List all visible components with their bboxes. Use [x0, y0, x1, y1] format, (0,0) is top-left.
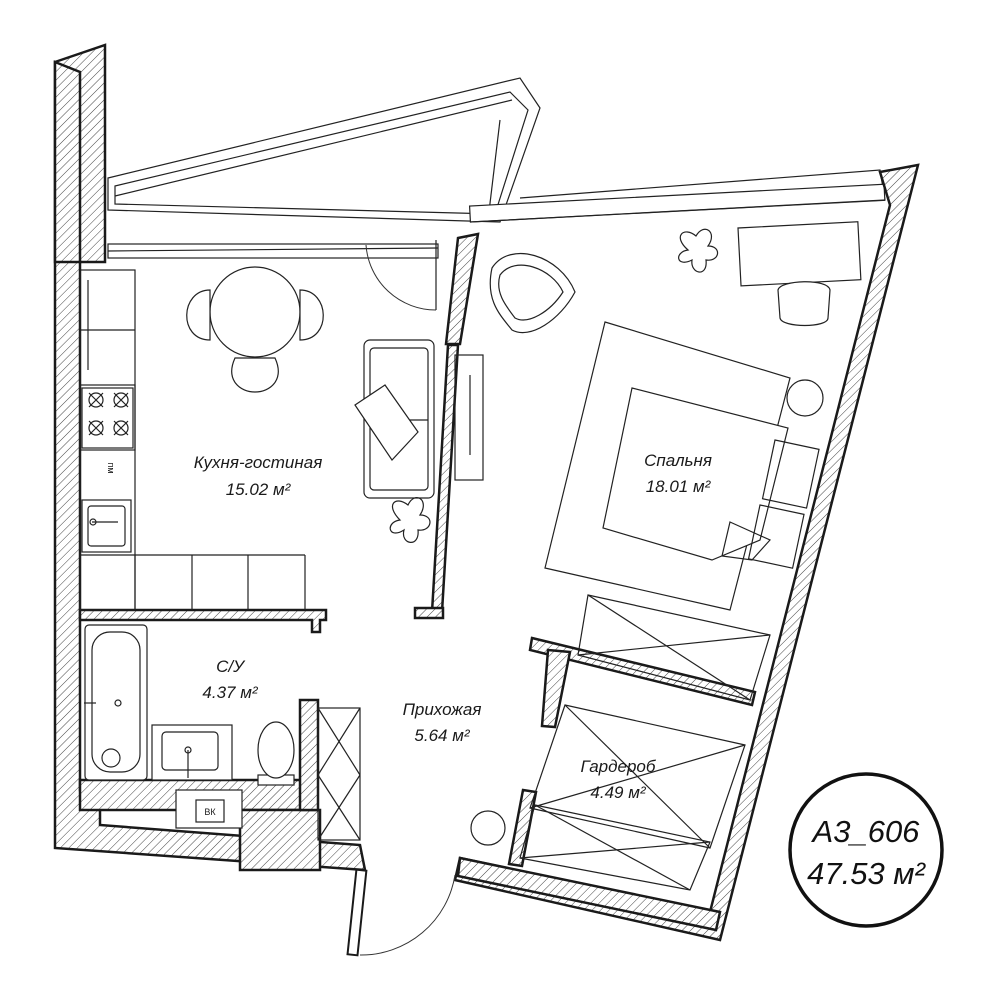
apartment-total-area: 47.53 м²	[807, 856, 926, 891]
window-icon	[107, 183, 886, 259]
door-icon	[346, 868, 456, 957]
sofa-icon	[354, 339, 435, 499]
bedroom-area: 18.01 м²	[646, 477, 712, 496]
bathroom-area: 4.37 м²	[202, 683, 258, 702]
door-icon	[365, 240, 437, 311]
kitchen-living-area: 15.02 м²	[226, 480, 292, 499]
desk-icon	[737, 221, 862, 327]
hallway-name: Прихожая	[403, 700, 482, 719]
wardrobe-area: 4.49 м²	[590, 783, 646, 802]
kitchen-living-name: Кухня-гостиная	[194, 453, 323, 472]
wardrobe-name: Гардероб	[581, 757, 657, 776]
chair-icon	[186, 289, 324, 393]
sink-icon	[151, 724, 233, 781]
balcony-railing	[107, 77, 886, 223]
bathtub-icon	[84, 624, 148, 781]
table-icon	[209, 266, 301, 358]
apartment-badge: А3_606 47.53 м²	[788, 772, 944, 928]
sink-icon	[81, 499, 132, 553]
tv-stand	[454, 354, 484, 481]
apartment-code: А3_606	[811, 814, 921, 849]
dishwasher-label: пм	[106, 462, 116, 473]
bedroom-name: Спальня	[644, 451, 712, 470]
plant-icon	[389, 228, 719, 543]
water-meter-box	[175, 789, 243, 829]
kitchen-counter	[79, 269, 306, 611]
bathroom-shelf	[317, 707, 361, 841]
hallway-area: 5.64 м²	[414, 726, 470, 745]
stove-icon	[81, 387, 134, 449]
wardrobe-shelves	[470, 594, 771, 891]
water-meter-label: ВК	[204, 807, 216, 817]
bed-icon	[544, 321, 824, 611]
bathroom-name: С/У	[216, 657, 246, 676]
walls	[53, 43, 920, 942]
toilet-icon	[257, 721, 295, 786]
armchair-icon	[489, 252, 576, 334]
